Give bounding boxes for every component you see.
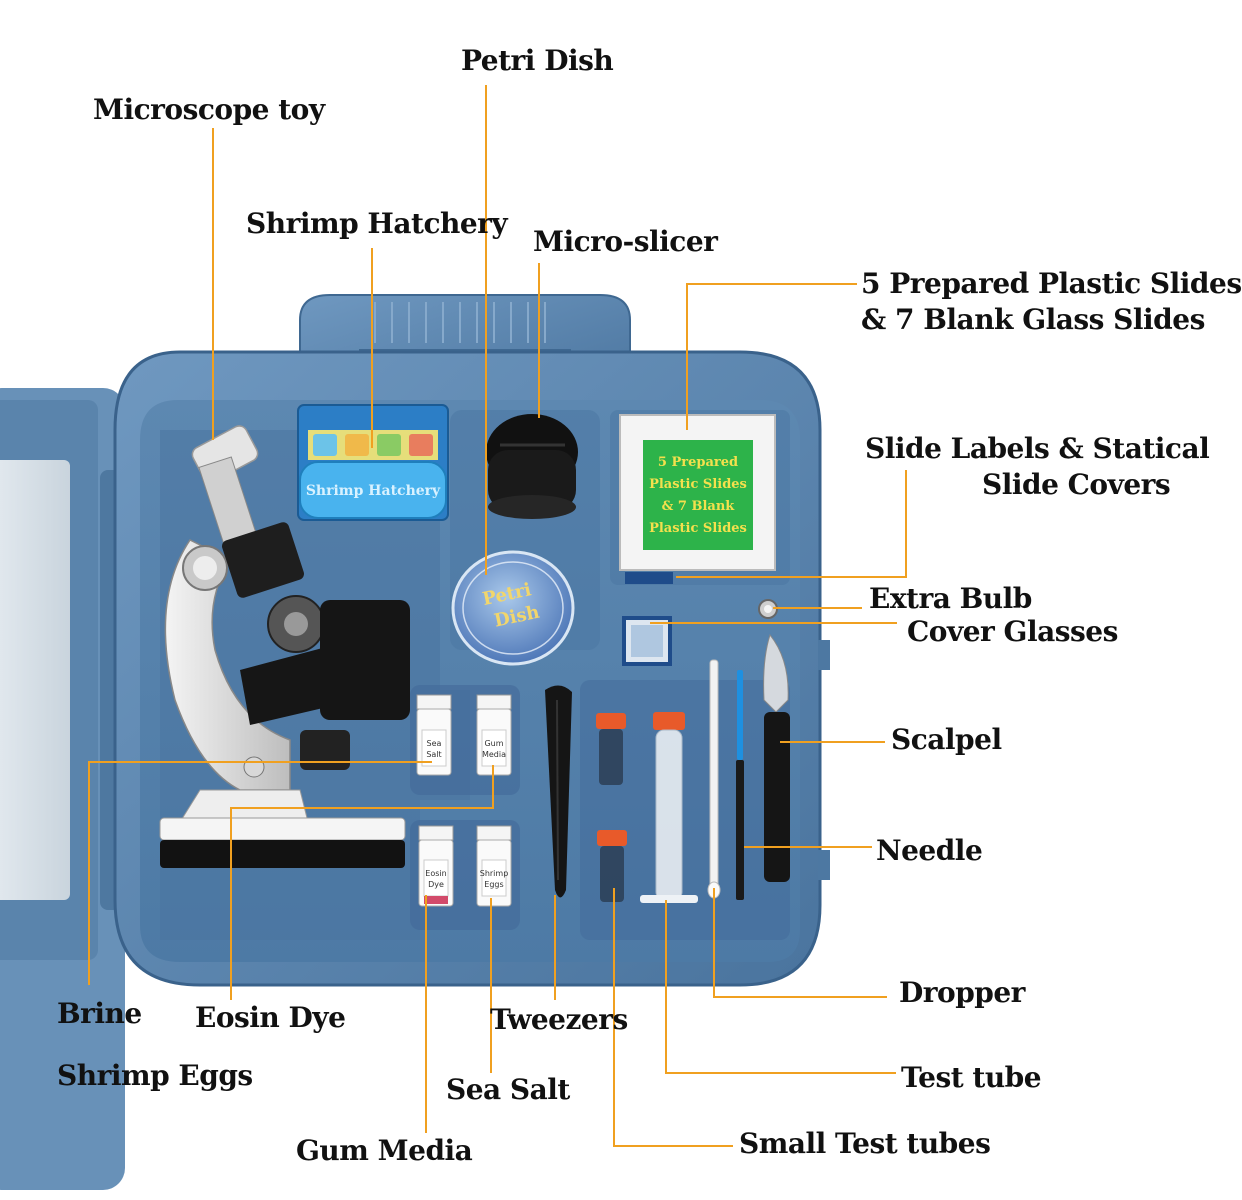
bottle-sea-salt: Sea Salt xyxy=(416,694,452,776)
slides-box-line4: Plastic Slides xyxy=(649,521,747,536)
case-lid xyxy=(0,388,125,1190)
bottle-sea-salt-line2: Salt xyxy=(426,750,441,759)
bottle-eosin-dye-line1: Eosin xyxy=(425,869,446,878)
label-micro-slicer: Micro-slicer xyxy=(533,225,718,258)
label-petri-dish: Petri Dish xyxy=(461,44,614,77)
label-scalpel: Scalpel xyxy=(891,723,1002,756)
microscope-kit-illustration: Shrimp Hatchery Petri Dish 5 Prepared Pl… xyxy=(0,85,907,1190)
label-gum-media: Gum Media xyxy=(296,1134,473,1167)
microscope xyxy=(159,425,410,868)
bottle-shrimp-eggs-line1: Shrimp xyxy=(480,869,509,878)
line-slide-labels xyxy=(676,470,907,578)
label-slides-line2: & 7 Blank Glass Slides xyxy=(861,303,1205,336)
bottle-sea-salt-line1: Sea xyxy=(427,739,442,748)
line-eosin-dye xyxy=(230,765,494,1000)
petri-dish: Petri Dish xyxy=(451,550,575,666)
bottle-shrimp-eggs: Shrimp Eggs xyxy=(476,825,512,907)
label-tweezers: Tweezers xyxy=(490,1003,628,1036)
label-extra-bulb: Extra Bulb xyxy=(869,582,1032,615)
tweezers xyxy=(545,685,572,898)
label-shrimp-eggs: Shrimp Eggs xyxy=(57,1059,253,1092)
label-needle: Needle xyxy=(876,834,983,867)
line-test-tube xyxy=(665,900,896,1074)
label-dropper: Dropper xyxy=(899,976,1025,1009)
label-eosin-dye: Eosin Dye xyxy=(195,1001,346,1034)
hatchery-product-label: Shrimp Hatchery xyxy=(306,483,441,499)
slides-box-line1: 5 Prepared xyxy=(658,455,738,470)
label-small-test-tubes: Small Test tubes xyxy=(739,1127,991,1160)
label-brine: Brine xyxy=(57,997,142,1030)
bottle-eosin-dye: Eosin Dye xyxy=(418,825,454,907)
label-sea-salt: Sea Salt xyxy=(446,1073,570,1106)
bottle-gum-media-line2: Media xyxy=(482,750,506,759)
line-small-test-tubes xyxy=(613,888,733,1147)
small-test-tube-bottom xyxy=(597,830,627,902)
bottle-eosin-dye-line2: Dye xyxy=(428,880,444,889)
line-brine xyxy=(88,761,432,985)
bottle-gum-media: Gum Media xyxy=(476,694,512,776)
slides-box-line2: Plastic Slides xyxy=(649,477,747,492)
line-slides xyxy=(686,283,857,430)
scalpel xyxy=(763,633,790,882)
shrimp-hatchery: Shrimp Hatchery xyxy=(297,404,449,521)
label-cover-glasses: Cover Glasses xyxy=(907,615,1118,648)
bottle-gum-media-line1: Gum xyxy=(484,739,503,748)
needle xyxy=(736,670,744,900)
label-test-tube: Test tube xyxy=(901,1061,1042,1094)
leader-lines xyxy=(88,85,907,1147)
label-slides-line1: 5 Prepared Plastic Slides xyxy=(861,267,1242,300)
slides-box-line3: & 7 Blank xyxy=(662,499,736,514)
label-slide-labels-line1: Slide Labels & Statical xyxy=(865,432,1210,465)
large-test-tube xyxy=(640,712,698,903)
label-shrimp-hatchery: Shrimp Hatchery xyxy=(246,207,508,240)
slides-box: 5 Prepared Plastic Slides & 7 Blank Plas… xyxy=(619,414,776,584)
label-slide-labels-line2: Slide Covers xyxy=(982,468,1171,501)
bottle-shrimp-eggs-line2: Eggs xyxy=(484,880,503,889)
cover-glasses xyxy=(622,616,672,666)
line-dropper xyxy=(713,888,887,998)
label-microscope-toy: Microscope toy xyxy=(93,93,325,126)
micro-slicer xyxy=(486,414,578,519)
small-test-tube-top xyxy=(596,713,626,785)
dropper xyxy=(707,659,721,899)
